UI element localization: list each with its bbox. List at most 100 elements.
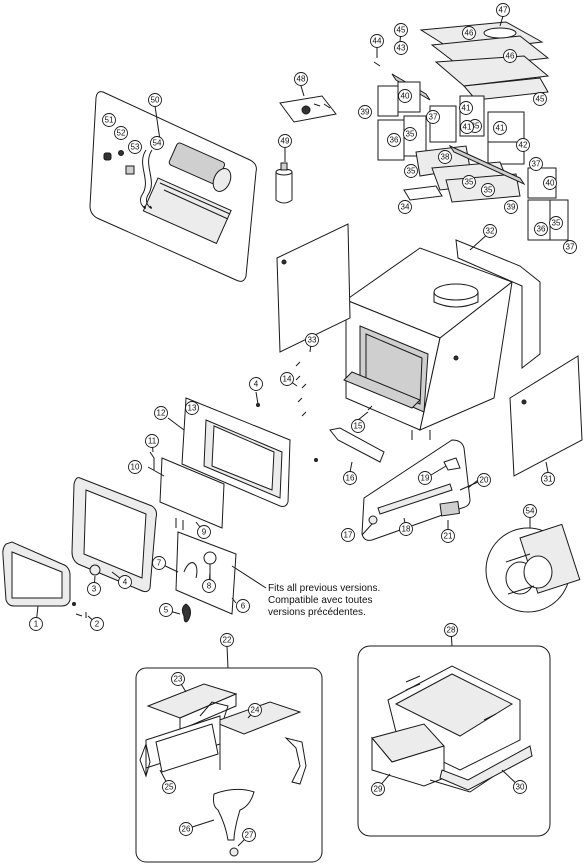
svg-text:35: 35 — [407, 167, 416, 176]
svg-text:49: 49 — [281, 137, 290, 146]
callout-43: 43 — [394, 41, 408, 55]
svg-text:54: 54 — [153, 139, 162, 148]
callout-26: 26 — [179, 822, 193, 836]
svg-text:4: 4 — [123, 578, 128, 587]
callout-10: 10 — [128, 460, 142, 474]
callout-7: 7 — [152, 556, 166, 570]
callout-54: 54 — [150, 136, 164, 150]
callout-4: 4 — [249, 377, 263, 391]
callout-15: 15 — [351, 419, 365, 433]
svg-text:35: 35 — [465, 178, 474, 187]
svg-text:13: 13 — [188, 404, 197, 413]
svg-text:39: 39 — [361, 108, 370, 117]
svg-text:versions précédentes.: versions précédentes. — [268, 607, 366, 618]
callout-11: 11 — [145, 434, 159, 448]
paint-can — [275, 162, 293, 204]
svg-text:52: 52 — [117, 129, 126, 138]
svg-text:9: 9 — [202, 528, 207, 537]
callout-40: 40 — [398, 89, 412, 103]
svg-text:25: 25 — [165, 783, 174, 792]
svg-text:10: 10 — [131, 463, 140, 472]
callout-46: 46 — [462, 26, 476, 40]
callout-49: 49 — [278, 134, 292, 148]
gasket-cement-packet — [279, 95, 337, 123]
door-frame-panel — [181, 397, 291, 507]
callout-14: 14 — [280, 372, 294, 386]
svg-text:15: 15 — [354, 422, 363, 431]
svg-text:47: 47 — [499, 6, 508, 15]
door-cast — [71, 477, 184, 593]
callout-20: 20 — [477, 473, 491, 487]
svg-text:34: 34 — [401, 203, 410, 212]
svg-text:16: 16 — [346, 474, 355, 483]
svg-text:11: 11 — [148, 437, 157, 446]
callout-47: 47 — [496, 3, 510, 17]
callout-12: 12 — [154, 406, 168, 420]
svg-text:41: 41 — [463, 123, 472, 132]
callout-35: 35 — [549, 216, 563, 230]
callout-36: 36 — [534, 222, 548, 236]
callout-22: 22 — [220, 633, 234, 647]
callout-21: 21 — [441, 529, 455, 543]
callout-35: 35 — [462, 175, 476, 189]
svg-text:43: 43 — [397, 44, 406, 53]
svg-text:44: 44 — [373, 37, 382, 46]
callout-31: 31 — [541, 472, 555, 486]
svg-text:14: 14 — [283, 375, 292, 384]
side-shield-left — [276, 223, 351, 353]
callout-37: 37 — [426, 110, 440, 124]
svg-text:48: 48 — [297, 75, 306, 84]
pedestal-panel — [135, 667, 323, 863]
callout-32: 32 — [483, 224, 497, 238]
callout-19: 19 — [418, 471, 432, 485]
svg-text:50: 50 — [151, 96, 160, 105]
callout-33: 33 — [305, 333, 319, 347]
svg-text:1: 1 — [34, 620, 39, 629]
svg-text:54: 54 — [526, 507, 535, 516]
callout-37: 37 — [529, 157, 543, 171]
callout-25: 25 — [162, 780, 176, 794]
svg-text:53: 53 — [131, 143, 140, 152]
svg-text:36: 36 — [537, 225, 546, 234]
svg-text:23: 23 — [174, 675, 183, 684]
callout-23: 23 — [171, 672, 185, 686]
air-control-panel — [361, 439, 479, 541]
blower-kit-panel — [89, 91, 257, 282]
svg-text:36: 36 — [390, 136, 399, 145]
callout-13: 13 — [185, 401, 199, 415]
callout-50: 50 — [148, 93, 162, 107]
callout-37: 37 — [563, 240, 577, 254]
svg-text:Fits all previous versions.: Fits all previous versions. — [268, 583, 380, 594]
svg-text:31: 31 — [544, 475, 553, 484]
svg-text:45: 45 — [536, 95, 545, 104]
svg-text:51: 51 — [105, 116, 114, 125]
callout-46: 46 — [503, 49, 517, 63]
callout-39: 39 — [358, 105, 372, 119]
svg-text:41: 41 — [462, 104, 471, 113]
svg-text:2: 2 — [95, 620, 100, 629]
svg-text:46: 46 — [465, 29, 474, 38]
svg-text:40: 40 — [546, 179, 555, 188]
svg-text:35: 35 — [484, 186, 493, 195]
callout-8: 8 — [202, 579, 216, 593]
callout-35: 35 — [404, 164, 418, 178]
callout-36: 36 — [387, 133, 401, 147]
callout-52: 52 — [114, 126, 128, 140]
svg-text:30: 30 — [516, 783, 525, 792]
svg-text:37: 37 — [566, 243, 575, 252]
svg-text:19: 19 — [421, 474, 430, 483]
svg-text:Compatible avec toutes: Compatible avec toutes — [268, 595, 373, 606]
svg-text:21: 21 — [444, 532, 453, 541]
door-gasket — [149, 451, 155, 470]
callout-54: 54 — [523, 504, 537, 518]
svg-text:3: 3 — [92, 585, 97, 594]
callout-balloons: 1 2 3 4 4 5 6 7 8 9 10 11 12 13 14 15 16… — [29, 3, 577, 842]
callout-18: 18 — [399, 522, 413, 536]
svg-text:26: 26 — [182, 825, 191, 834]
callout-28: 28 — [444, 623, 458, 637]
side-shield-right — [509, 355, 583, 477]
callout-5: 5 — [159, 603, 173, 617]
callout-44: 44 — [370, 34, 384, 48]
svg-text:5: 5 — [164, 606, 169, 615]
